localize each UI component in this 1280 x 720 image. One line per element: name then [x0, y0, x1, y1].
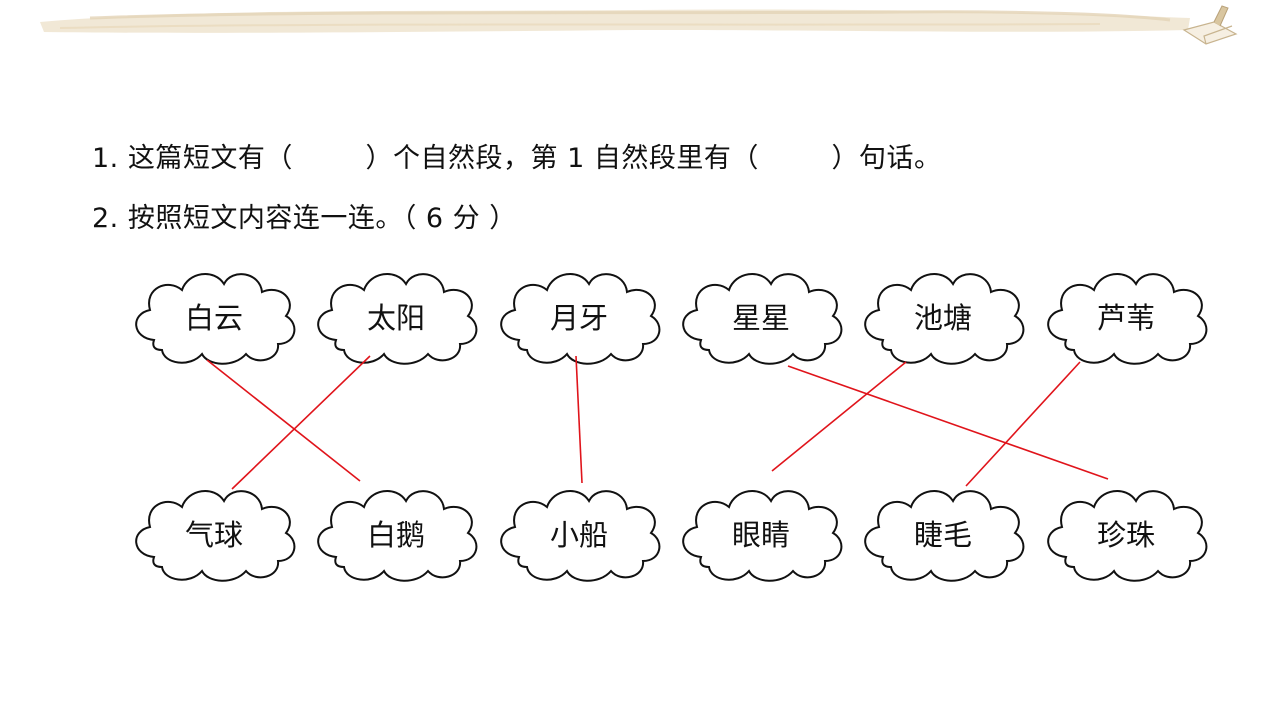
bottom-word: 珍珠 — [1097, 518, 1155, 552]
cloud-bubble: 珍珠 — [1047, 489, 1208, 582]
match-line — [231, 355, 371, 490]
cloud-bubble: 气球 — [135, 489, 296, 582]
bottom-word: 白鹅 — [367, 518, 425, 552]
cloud-bubble: 小船 — [500, 489, 661, 582]
match-line — [575, 355, 583, 484]
top-word: 芦苇 — [1097, 301, 1155, 335]
top-word: 太阳 — [367, 301, 425, 335]
bottom-word: 眼睛 — [732, 518, 790, 552]
cloud-bubble: 月牙 — [500, 272, 661, 365]
bottom-word-row: 气球 白鹅 小船 眼睛 睫毛 珍珠 — [135, 489, 1208, 582]
top-word: 池塘 — [914, 301, 972, 335]
match-line — [771, 361, 907, 472]
top-word: 白云 — [185, 301, 243, 335]
cloud-bubble: 眼睛 — [682, 489, 843, 582]
connection-lines — [206, 355, 1109, 490]
bottom-word: 气球 — [185, 518, 243, 552]
cloud-bubble: 星星 — [682, 272, 843, 365]
cloud-bubble: 太阳 — [317, 272, 478, 365]
cloud-bubble: 白云 — [135, 272, 296, 365]
top-word: 月牙 — [550, 301, 608, 335]
question-2: 2. 按照短文内容连一连。（ 6 分 ） — [92, 203, 517, 234]
bottom-word: 睫毛 — [914, 518, 972, 552]
book-corner-icon — [1182, 5, 1238, 45]
top-word: 星星 — [732, 301, 790, 335]
cloud-bubble: 睫毛 — [864, 489, 1025, 582]
match-line — [965, 361, 1081, 487]
match-line — [206, 359, 361, 482]
top-word-row: 白云 太阳 月牙 星星 池塘 芦苇 — [135, 272, 1208, 365]
question-1: 1. 这篇短文有（ ）个自然段，第 1 自然段里有（ ）句话。 — [92, 143, 942, 174]
brush-stroke-header — [40, 5, 1238, 45]
cloud-bubble: 池塘 — [864, 272, 1025, 365]
bottom-word: 小船 — [550, 518, 608, 552]
cloud-bubble: 芦苇 — [1047, 272, 1208, 365]
cloud-bubble: 白鹅 — [317, 489, 478, 582]
match-line — [787, 365, 1109, 480]
